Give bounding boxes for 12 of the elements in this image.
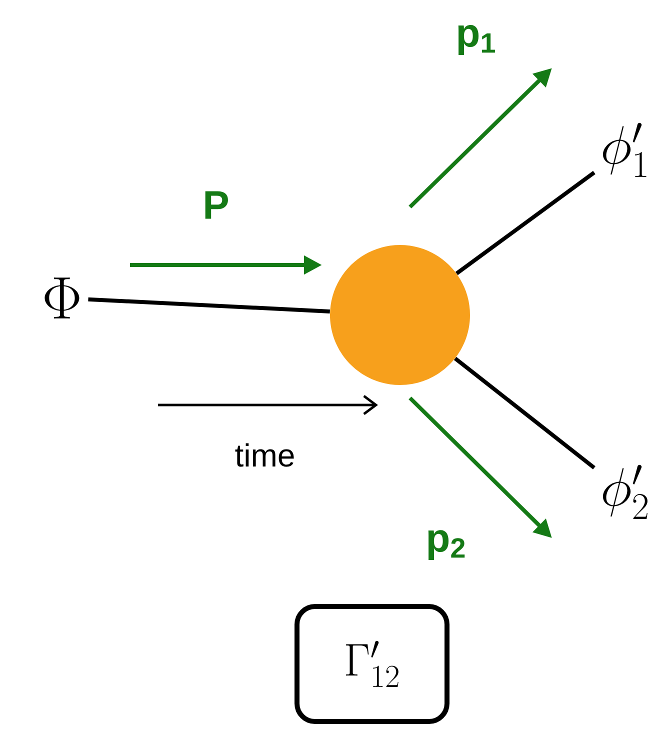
particle-line <box>88 297 330 314</box>
momentum-label: p$_{1}$ <box>458 25 495 55</box>
momentum-label: p$_{2}$ <box>428 530 465 560</box>
time-label: time <box>235 443 294 467</box>
momentum-label: P <box>205 191 228 219</box>
particle-line <box>454 356 596 470</box>
particle-line <box>455 170 596 276</box>
field-symbol: $\phi'_1$ <box>602 122 646 177</box>
field-symbol: $\Phi$ <box>44 278 80 318</box>
field-symbol: $\phi'_2$ <box>602 464 648 519</box>
particle-circle <box>330 245 470 385</box>
formula-box: $\Gamma'_{12}$ <box>294 604 450 724</box>
